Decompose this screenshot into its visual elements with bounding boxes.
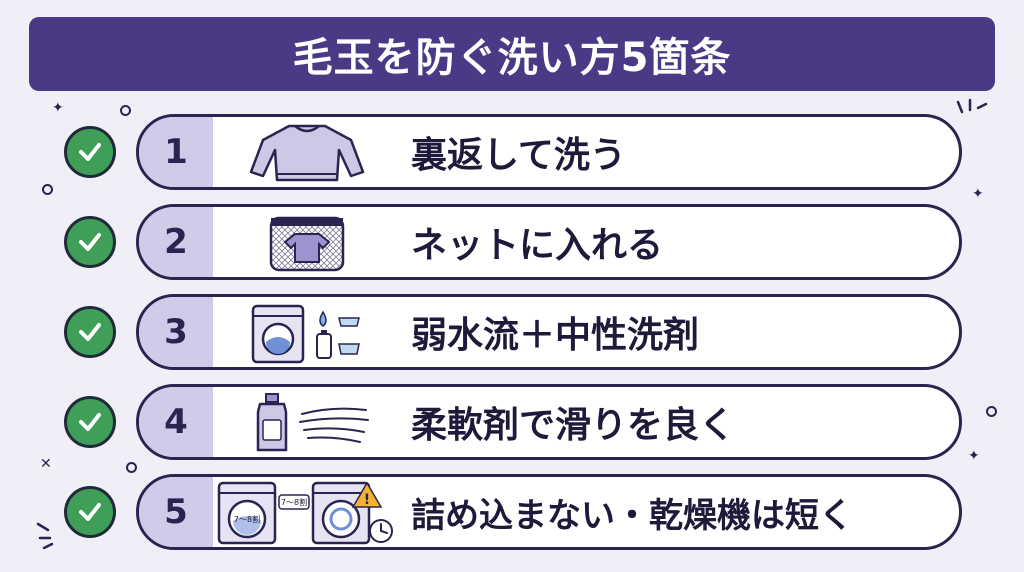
sweatshirt-icon: [219, 121, 395, 185]
item-label: 詰め込まない・乾燥機は短く: [411, 495, 853, 536]
circle-decoration-icon: [42, 184, 53, 195]
circle-decoration-icon: [126, 462, 137, 473]
list-item: 1 裏返して洗う: [0, 114, 1024, 190]
item-number: 1: [164, 132, 188, 172]
item-card: 1 裏返して洗う: [136, 114, 962, 190]
title-banner: 毛玉を防ぐ洗い方5箇条: [29, 17, 995, 91]
item-card: 3 弱水流＋中性洗剤: [136, 294, 962, 370]
capacity-badge: 7〜8割: [234, 514, 260, 524]
washing-machine-detergent-icon: [219, 301, 395, 365]
item-label: 裏返して洗う: [411, 135, 626, 176]
checkmark-icon: [64, 216, 116, 268]
item-label: ネットに入れる: [411, 225, 664, 266]
softener-bottle-icon: [219, 391, 395, 455]
list-item: 4 柔軟剤で滑りを良く: [0, 384, 1024, 460]
sparkle-icon: ✦: [52, 100, 64, 116]
checkmark-icon: [64, 396, 116, 448]
svg-text:!: !: [364, 492, 370, 508]
checkmark-icon: [64, 306, 116, 358]
circle-decoration-icon: [120, 105, 131, 116]
list-item: 2 ネットに入れる: [0, 204, 1024, 280]
checkmark-icon: [64, 126, 116, 178]
capacity-badge: 7〜8割: [281, 497, 307, 507]
item-number-cell: 5: [139, 477, 213, 547]
circle-decoration-icon: [986, 406, 997, 417]
item-number-cell: 2: [139, 207, 213, 277]
sparkle-icon: ✕: [40, 456, 52, 472]
sparkle-icon: ✦: [972, 186, 984, 202]
item-number: 5: [164, 492, 188, 532]
page-title: 毛玉を防ぐ洗い方5箇条: [292, 35, 732, 81]
laundry-net-icon: [219, 211, 395, 275]
list-item: 5 7〜8割 7〜8割 ! 詰め込まない・乾燥機は短く: [0, 474, 1024, 550]
burst-lines-icon: [956, 98, 988, 114]
list-item: 3 弱水流＋中性洗剤: [0, 294, 1024, 370]
item-card: 5 7〜8割 7〜8割 ! 詰め込まない・乾燥機は短く: [136, 474, 962, 550]
item-number-cell: 3: [139, 297, 213, 367]
item-number: 3: [164, 312, 188, 352]
item-number-cell: 4: [139, 387, 213, 457]
burst-lines-icon: [36, 522, 54, 550]
item-number: 4: [164, 402, 188, 442]
checkmark-icon: [64, 486, 116, 538]
item-number: 2: [164, 222, 188, 262]
washer-dryer-timer-icon: 7〜8割 7〜8割 !: [215, 481, 399, 545]
sparkle-icon: ✦: [968, 448, 980, 464]
item-number-cell: 1: [139, 117, 213, 187]
item-label: 弱水流＋中性洗剤: [411, 315, 700, 356]
item-label: 柔軟剤で滑りを良く: [411, 405, 736, 446]
item-card: 4 柔軟剤で滑りを良く: [136, 384, 962, 460]
item-card: 2 ネットに入れる: [136, 204, 962, 280]
